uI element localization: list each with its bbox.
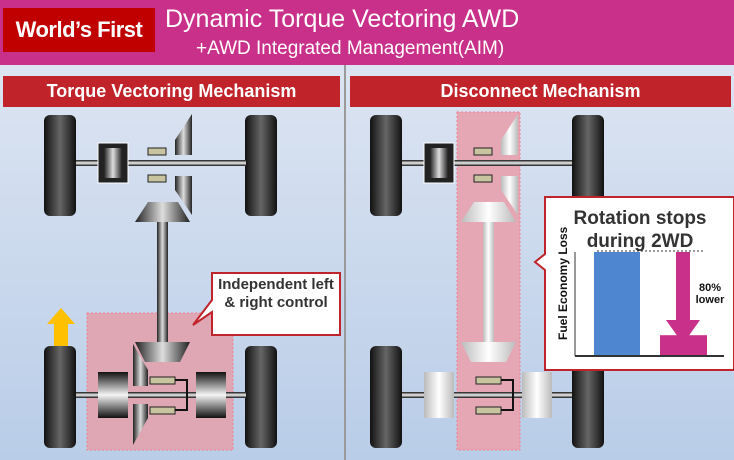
wheel-icon <box>572 346 604 448</box>
chart-y-label: Fuel Economy Loss <box>556 226 570 340</box>
wheel-icon <box>44 115 76 216</box>
wheel-icon <box>44 346 76 448</box>
bar-2wd <box>660 335 707 356</box>
worlds-first-badge: World’s First <box>3 8 155 52</box>
torque-vectoring-diagram <box>44 114 341 451</box>
callout-box <box>192 272 341 336</box>
front-axle <box>76 160 246 166</box>
right-clutch <box>196 372 226 418</box>
down-arrow-icon <box>666 252 700 344</box>
callout-text: Independent left & right control <box>218 276 334 311</box>
left-panel-heading: Torque Vectoring Mechanism <box>3 76 340 107</box>
panel-divider <box>344 65 346 460</box>
chart-title: Rotation stops during 2WD <box>573 208 707 252</box>
rear-axle <box>76 392 246 398</box>
yellow-up-arrow-icon <box>47 308 75 346</box>
wheel-icon <box>245 115 277 216</box>
wheel-icon <box>370 346 402 448</box>
rear-bevel-gear <box>135 342 190 362</box>
header-banner: World’s First Dynamic Torque Vectoring A… <box>0 0 734 65</box>
wheel-icon <box>245 346 277 448</box>
disconnect-diagram <box>370 111 734 451</box>
right-panel-heading: Disconnect Mechanism <box>350 76 731 107</box>
reduction-label: 80% lower <box>695 282 725 306</box>
page-subtitle: +AWD Integrated Management(AIM) <box>196 38 505 59</box>
propeller-shaft <box>157 222 168 342</box>
left-clutch <box>98 372 128 418</box>
wheel-icon <box>370 115 402 216</box>
page-title: Dynamic Torque Vectoring AWD <box>165 5 520 33</box>
bar-awd <box>594 252 640 356</box>
front-bevel-gear <box>135 202 190 222</box>
wheel-icon <box>572 115 604 216</box>
